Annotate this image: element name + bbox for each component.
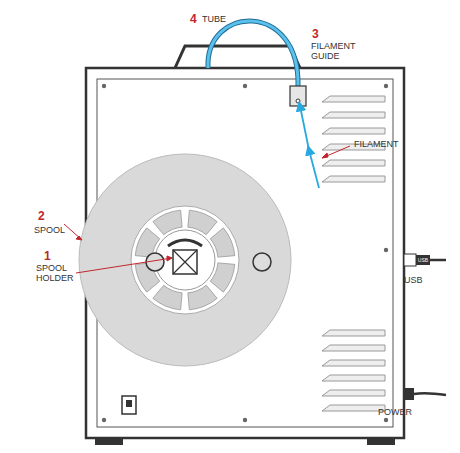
part-label: SPOOL <box>34 225 65 235</box>
plug-text: USB <box>418 257 428 263</box>
part-label: TUBE <box>202 14 226 24</box>
callout-number: 3 <box>312 28 319 40</box>
port-label: POWER <box>378 407 412 417</box>
callout-number: 1 <box>44 250 51 262</box>
port-label: USB <box>404 275 423 285</box>
part-label: FILAMENT GUIDE <box>311 41 363 61</box>
part-label: SPOOL HOLDER <box>36 263 78 283</box>
part-label: FILAMENT <box>354 139 399 149</box>
callout-number: 4 <box>190 13 197 25</box>
callout-number: 2 <box>38 210 45 222</box>
